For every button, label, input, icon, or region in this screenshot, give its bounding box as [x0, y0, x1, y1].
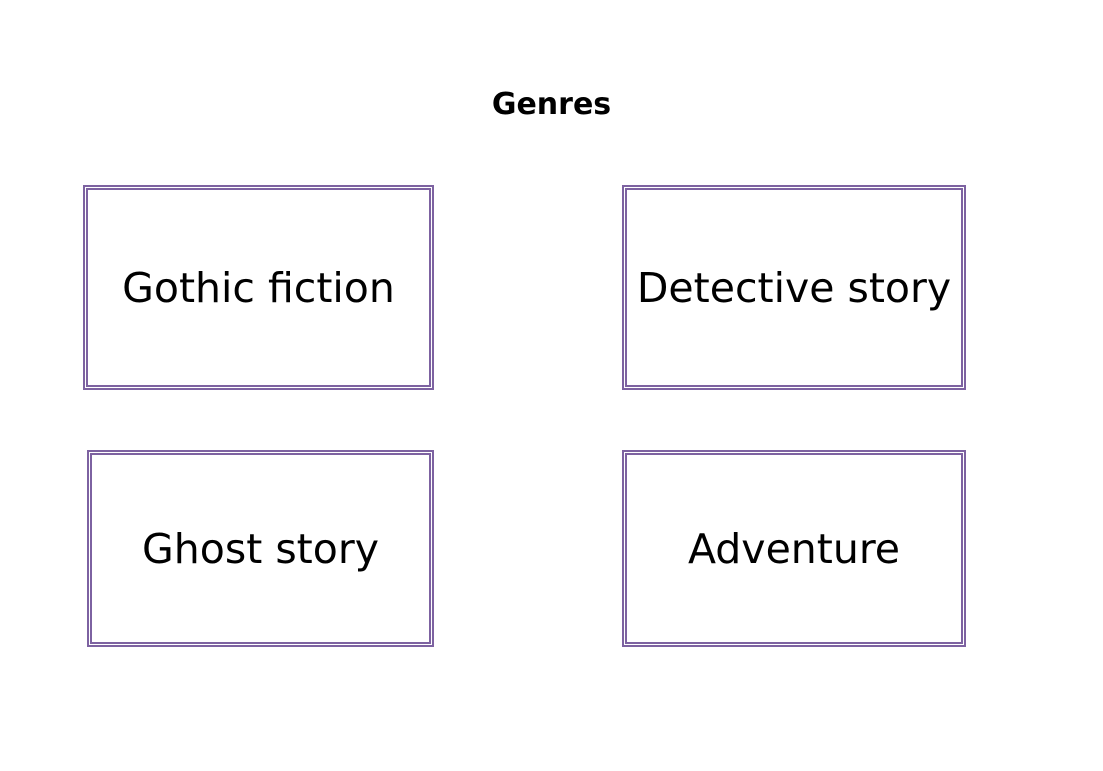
- genre-label: Ghost story: [142, 524, 379, 573]
- genre-box-detective-story: Detective story: [622, 185, 966, 390]
- genre-box-gothic-fiction: Gothic fiction: [83, 185, 434, 390]
- genre-label: Adventure: [687, 524, 901, 573]
- diagram-title: Genres: [491, 87, 612, 122]
- genre-box-adventure: Adventure: [622, 450, 966, 647]
- genre-label: Detective story: [636, 263, 952, 312]
- genre-box-ghost-story: Ghost story: [87, 450, 434, 647]
- genre-label: Gothic fiction: [122, 263, 395, 312]
